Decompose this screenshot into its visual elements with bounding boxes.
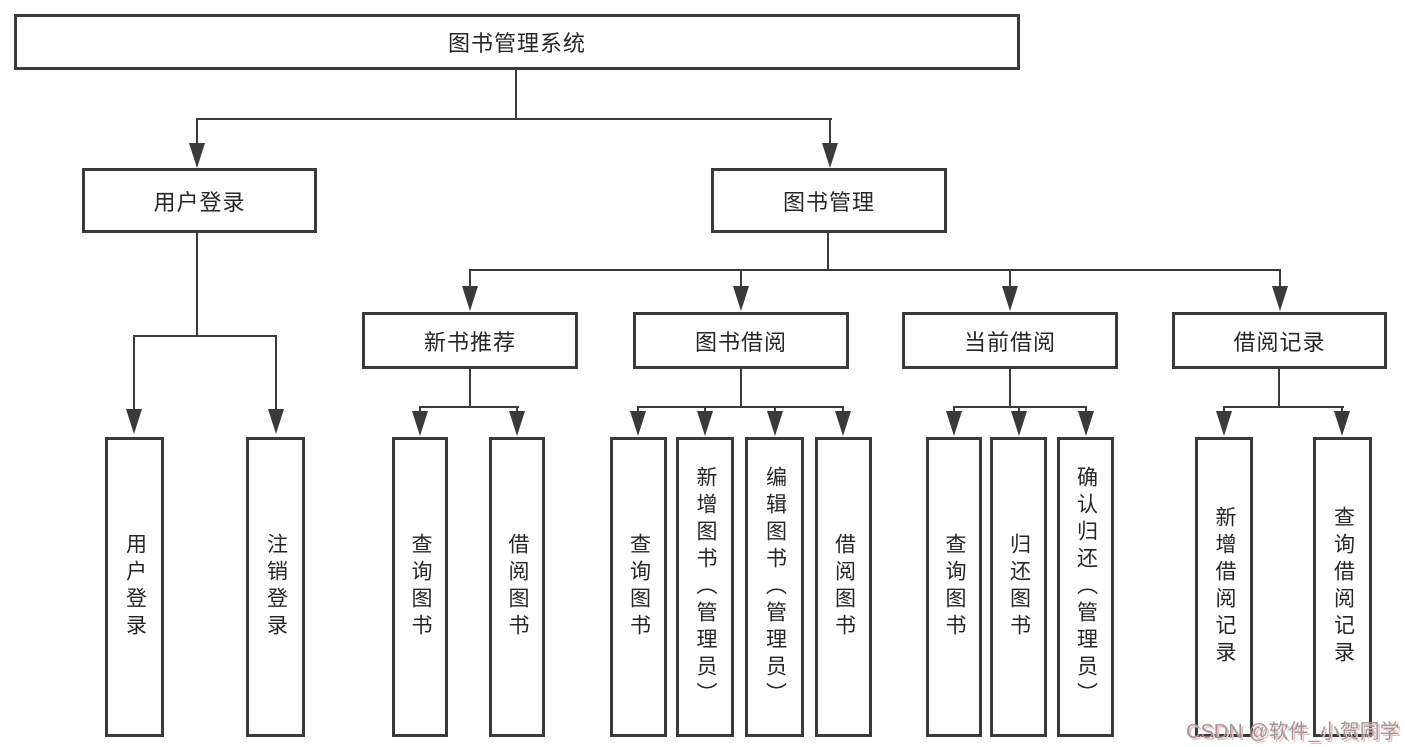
node-label: 图书借阅 bbox=[694, 329, 787, 355]
arrow-down-icon bbox=[268, 409, 284, 434]
connector-line bbox=[1018, 406, 1020, 412]
leaf-confirm-return-admin: 确认归还（管理员） bbox=[1057, 437, 1114, 737]
connector-line bbox=[516, 406, 518, 412]
leaf-label: 查询图书 bbox=[943, 533, 967, 641]
connector-line bbox=[1009, 269, 1011, 287]
node-book-management: 图书管理 bbox=[711, 168, 947, 233]
connector-line bbox=[515, 70, 517, 118]
arrow-down-icon bbox=[189, 143, 205, 168]
arrow-down-icon bbox=[126, 409, 142, 434]
arrow-down-icon bbox=[630, 411, 646, 436]
arrow-down-icon bbox=[835, 411, 851, 436]
connector-line bbox=[953, 406, 955, 412]
connector-line bbox=[637, 406, 639, 412]
connector-line bbox=[419, 406, 421, 412]
node-current-borrowing: 当前借阅 bbox=[902, 312, 1118, 369]
arrow-down-icon bbox=[509, 411, 525, 436]
connector-line bbox=[1223, 406, 1344, 408]
leaf-user-login: 用户登录 bbox=[105, 437, 164, 737]
leaf-borrow-books: 借阅图书 bbox=[815, 437, 872, 737]
connector-line bbox=[740, 269, 742, 287]
connector-line bbox=[953, 406, 1087, 408]
leaf-query-books-borrowing: 查询图书 bbox=[610, 437, 667, 737]
leaf-query-books-recommend: 查询图书 bbox=[392, 437, 448, 737]
node-user-login: 用户登录 bbox=[82, 168, 317, 233]
node-book-borrowing: 图书借阅 bbox=[633, 312, 849, 369]
leaf-logout-login: 注销登录 bbox=[246, 437, 305, 737]
leaf-edit-books-admin: 编辑图书（管理员） bbox=[745, 437, 804, 737]
node-label: 当前借阅 bbox=[963, 329, 1056, 355]
arrow-down-icon bbox=[412, 411, 428, 436]
arrow-down-icon bbox=[822, 143, 838, 168]
connector-line bbox=[829, 118, 831, 144]
csdn-watermark: CSDN @软件_小贺同学 bbox=[1186, 721, 1400, 743]
connector-line bbox=[469, 269, 1281, 271]
node-library-management-system: 图书管理系统 bbox=[14, 14, 1020, 70]
leaf-label: 查询借阅记录 bbox=[1331, 506, 1355, 668]
connector-line bbox=[275, 335, 277, 410]
arrow-down-icon bbox=[733, 286, 749, 311]
node-borrowing-records: 借阅记录 bbox=[1172, 312, 1387, 369]
node-label: 新书推荐 bbox=[423, 329, 516, 355]
leaf-query-books-current: 查询图书 bbox=[926, 437, 982, 737]
arrow-down-icon bbox=[1334, 411, 1350, 436]
connector-line bbox=[1085, 406, 1087, 412]
connector-line bbox=[774, 406, 776, 412]
connector-line bbox=[419, 406, 519, 408]
connector-line bbox=[827, 233, 829, 269]
connector-line bbox=[1223, 406, 1225, 412]
leaf-label: 借阅图书 bbox=[506, 533, 530, 641]
leaf-label: 查询图书 bbox=[409, 533, 433, 641]
connector-line bbox=[1279, 269, 1281, 287]
connector-line bbox=[704, 406, 706, 412]
arrow-down-icon bbox=[462, 286, 478, 311]
leaf-label: 归还图书 bbox=[1007, 533, 1031, 641]
arrow-down-icon bbox=[1272, 286, 1288, 311]
connector-line bbox=[637, 406, 844, 408]
connector-line bbox=[133, 335, 135, 410]
leaf-label: 借阅图书 bbox=[832, 533, 856, 641]
arrow-down-icon bbox=[767, 411, 783, 436]
leaf-query-borrow-record: 查询借阅记录 bbox=[1313, 437, 1372, 737]
connector-line bbox=[1341, 406, 1343, 412]
node-label: 图书管理 bbox=[782, 189, 875, 215]
connector-line bbox=[133, 335, 277, 337]
leaf-label: 用户登录 bbox=[123, 533, 147, 641]
arrow-down-icon bbox=[697, 411, 713, 436]
connector-line bbox=[469, 369, 471, 406]
arrow-down-icon bbox=[1078, 411, 1094, 436]
arrow-down-icon bbox=[1011, 411, 1027, 436]
arrow-down-icon bbox=[1002, 286, 1018, 311]
leaf-label: 注销登录 bbox=[264, 533, 288, 641]
node-label: 图书管理系统 bbox=[447, 31, 586, 56]
node-label: 用户登录 bbox=[153, 189, 246, 215]
connector-line bbox=[1278, 369, 1280, 408]
leaf-label: 确认归还（管理员） bbox=[1074, 465, 1098, 709]
connector-line bbox=[1009, 369, 1011, 406]
leaf-borrow-books-recommend: 借阅图书 bbox=[489, 437, 545, 737]
connector-line bbox=[196, 118, 832, 120]
node-label: 借阅记录 bbox=[1233, 329, 1326, 355]
leaf-label: 新增图书（管理员） bbox=[694, 465, 718, 709]
leaf-label: 新增借阅记录 bbox=[1213, 506, 1237, 668]
leaf-return-books: 归还图书 bbox=[990, 437, 1047, 737]
leaf-add-borrow-record: 新增借阅记录 bbox=[1195, 437, 1253, 737]
connector-line bbox=[740, 369, 742, 406]
connector-line bbox=[469, 269, 471, 287]
leaf-label: 查询图书 bbox=[627, 533, 651, 641]
leaf-label: 编辑图书（管理员） bbox=[763, 465, 787, 709]
connector-line bbox=[196, 233, 198, 335]
leaf-add-books-admin: 新增图书（管理员） bbox=[676, 437, 734, 737]
connector-line bbox=[842, 406, 844, 412]
node-new-book-recommend: 新书推荐 bbox=[362, 312, 578, 369]
arrow-down-icon bbox=[1216, 411, 1232, 436]
connector-line bbox=[196, 118, 198, 144]
arrow-down-icon bbox=[946, 411, 962, 436]
